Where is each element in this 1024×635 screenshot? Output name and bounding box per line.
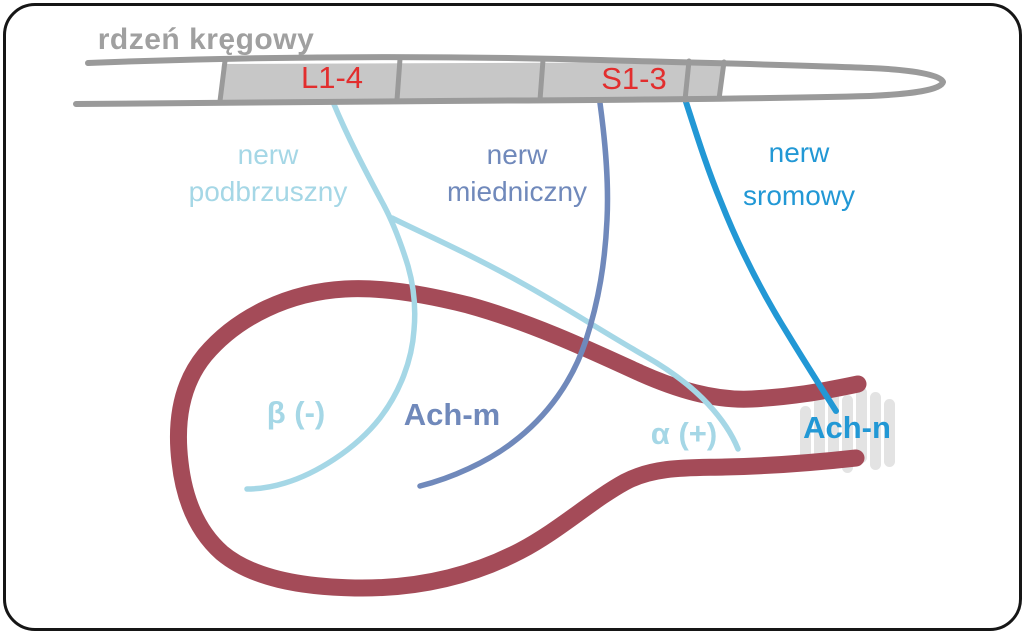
nerve-hypogastric-alpha-branch-line: [389, 215, 741, 452]
nerve-label-line1: nerw: [486, 139, 548, 170]
nerve-label-pelvic: nerw miedniczny: [447, 136, 587, 210]
spinal-cord-gray-section: [219, 62, 722, 101]
nerve-label-pudendal: nerw sromowy: [743, 131, 855, 217]
cord-segment-divider: [537, 57, 546, 103]
sphincter-bar: [884, 399, 895, 467]
nerve-pelvic-line: [417, 100, 611, 489]
receptor-label-alpha: α (+): [650, 416, 718, 451]
sphincter-bar: [870, 392, 881, 470]
segment-label-s1-3: S1-3: [601, 61, 667, 96]
figure-title: rdzeń kręgowy: [97, 23, 315, 56]
nerve-label-line1: nerw: [237, 139, 299, 170]
cord-segment-divider: [682, 58, 692, 103]
receptor-label-beta: β (-): [266, 395, 326, 430]
bladder-outline: [169, 280, 867, 597]
sphincter-bar: [800, 406, 811, 466]
cord-segment-divider: [217, 58, 228, 104]
receptor-label-ach-m: Ach-m: [403, 397, 501, 432]
sphincter-bar: [856, 387, 867, 463]
nerve-label-line2: sromowy: [742, 180, 856, 211]
cord-segment-divider: [716, 59, 727, 102]
sphincter-bar: [814, 397, 825, 469]
spinal-cord-outline: [73, 54, 946, 107]
receptor-label-ach-n: Ach-n: [803, 410, 891, 445]
segment-label-l1-4: L1-4: [300, 60, 364, 95]
spinal-cord: [73, 54, 946, 107]
nerve-hypogastric-line: [244, 99, 418, 492]
cord-segment-divider: [394, 56, 403, 103]
nerve-label-line2: podbrzuszny: [188, 176, 348, 207]
nerve-pudendal-line: [683, 99, 839, 414]
nerve-label-hypogastric: nerw podbrzuszny: [189, 136, 348, 210]
nerve-label-line2: miedniczny: [446, 176, 588, 207]
nerve-label-line1: nerw: [768, 137, 830, 168]
